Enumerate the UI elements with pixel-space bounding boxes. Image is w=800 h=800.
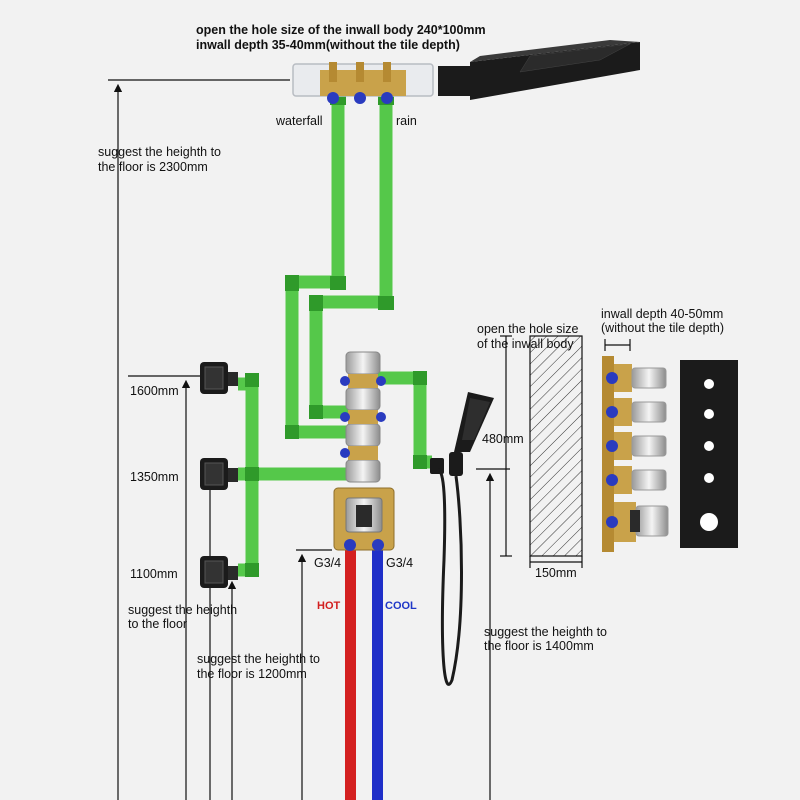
side-depth-line2: (without the tile depth)	[601, 321, 724, 335]
body-jets	[200, 362, 238, 588]
top-note-line1: open the hole size of the inwall body 24…	[196, 23, 486, 37]
body-jet-1600	[200, 362, 238, 394]
label-inlet-left: G3/4	[314, 556, 342, 570]
label-inlet-right: G3/4	[386, 556, 414, 570]
body-jet-1350	[200, 458, 238, 490]
label-1100mm: 1100mm	[130, 567, 178, 581]
hand-floor-line2: the floor is 1400mm	[484, 639, 594, 653]
body-jet-1100	[200, 556, 238, 588]
wall-cavity	[529, 335, 583, 557]
label-480mm: 480mm	[482, 432, 524, 446]
pipe-handshower	[378, 371, 432, 469]
label-cool: COOL	[385, 600, 417, 612]
label-rain: rain	[396, 114, 417, 128]
diverter-valve-stack	[333, 351, 395, 551]
label-150mm: 150mm	[535, 566, 577, 580]
hand-shower	[430, 392, 494, 686]
cool-pipe	[372, 550, 383, 800]
control-panel	[680, 360, 738, 548]
valve-floor-line1: suggest the heighth to	[197, 652, 321, 666]
top-note-line2: inwall depth 35-40mm(without the tile de…	[196, 38, 460, 52]
label-1600mm: 1600mm	[130, 384, 179, 398]
side-hole-line1: open the hole size	[477, 322, 579, 336]
hose	[437, 468, 463, 686]
label-waterfall: waterfall	[276, 114, 323, 128]
height-2300-line1: suggest the heighth to	[98, 145, 222, 159]
hot-pipe	[345, 550, 356, 800]
jets-floor-line1: suggest the heighth	[128, 603, 238, 617]
rain-shower-head	[438, 40, 640, 100]
supply-pipes	[345, 550, 383, 800]
label-hot: HOT	[317, 600, 341, 612]
hand-floor-line1: suggest the heighth to	[484, 625, 608, 639]
side-depth-line1: inwall depth 40-50mm	[601, 307, 724, 321]
label-1350mm: 1350mm	[130, 470, 179, 484]
valve-floor-line2: the floor is 1200mm	[197, 667, 307, 681]
dimension-lines	[108, 79, 631, 800]
jets-floor-line2: to the floor	[128, 617, 188, 631]
height-2300-line2: the floor is 2300mm	[98, 160, 208, 174]
side-hole-line2: of the inwall body	[477, 337, 574, 351]
valve-body-side-view	[602, 356, 669, 552]
top-inwall-body	[292, 62, 434, 104]
